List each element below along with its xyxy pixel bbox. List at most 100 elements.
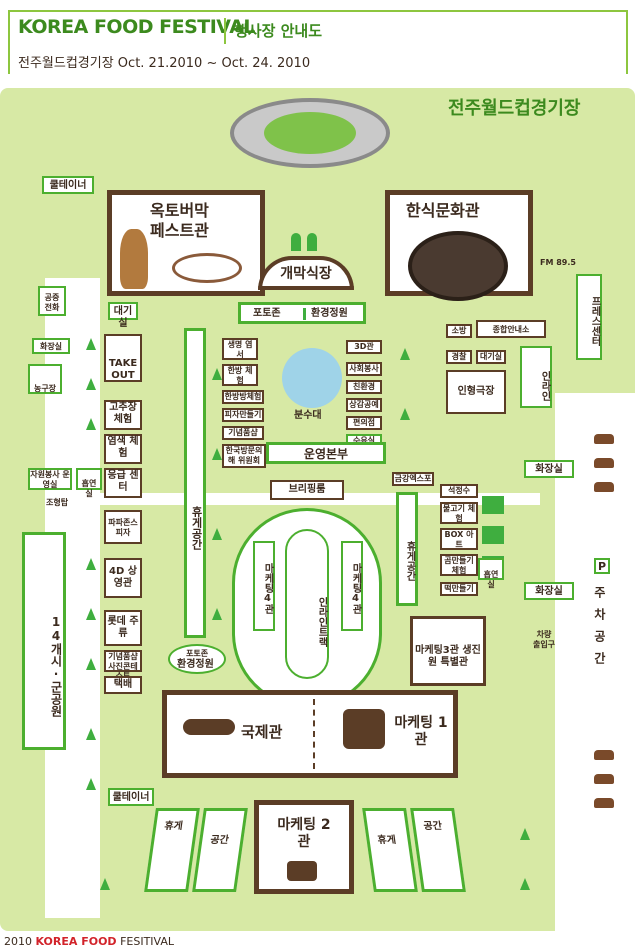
title-divider: [224, 18, 226, 44]
fish-experience[interactable]: 물고기 체험: [440, 502, 478, 524]
rest-bottom-left-a[interactable]: 휴게: [144, 808, 200, 892]
rest-area-center[interactable]: 휴게공간: [184, 328, 206, 638]
tree-icon: [212, 528, 222, 540]
rest-bottom-right-b[interactable]: 공간: [410, 808, 466, 892]
car-icon: [594, 750, 614, 760]
title-en: KOREA FOOD FESTIVAL: [18, 16, 256, 38]
puppet-theater[interactable]: 인형극장: [446, 370, 506, 414]
operations-hq[interactable]: 운영본부: [266, 442, 386, 464]
opening-ceremony[interactable]: 개막식장: [258, 256, 354, 290]
green-stall-2: [482, 526, 504, 544]
convenience-store[interactable]: 편의점: [346, 416, 382, 430]
volunteer-room[interactable]: 자원봉사 운영실: [28, 468, 72, 490]
people-icon: [285, 233, 325, 253]
gochujang[interactable]: 고추장 체험: [104, 400, 142, 430]
theater-4d[interactable]: 4D 상영관: [104, 558, 142, 598]
tree-icon: [86, 338, 96, 350]
city-park[interactable]: 14개시·군공원: [22, 532, 66, 750]
international-marketing-hall[interactable]: 국제관 마케팅 1관: [162, 690, 458, 778]
restroom-left[interactable]: 화장실: [32, 338, 70, 354]
parking-icon: P: [594, 558, 610, 574]
fountain-icon: [282, 348, 342, 408]
press-center[interactable]: 프레스센터: [576, 274, 602, 360]
tree-icon: [86, 418, 96, 430]
visit-korea-committee[interactable]: 한국방문의해 위원회: [222, 444, 266, 468]
korean-culture-hall[interactable]: 한식문화관: [385, 190, 533, 301]
marketing-2-hall[interactable]: 마케팅 2관: [254, 800, 354, 894]
herbal-experience-2[interactable]: 한방방체험: [222, 390, 264, 404]
photo-zone-eco-garden[interactable]: 포토존 환경정원: [238, 302, 366, 324]
tree-icon: [86, 608, 96, 620]
rest-bottom-right-a[interactable]: 휴게: [362, 808, 418, 892]
airplane-icon: [183, 719, 235, 735]
police[interactable]: 경찰: [446, 350, 472, 364]
parking-label: 주차공간: [592, 586, 607, 674]
footer: 2010 KOREA FOOD FESITIVAL: [4, 935, 175, 948]
tree-icon: [100, 878, 110, 890]
restroom-right-2[interactable]: 화장실: [524, 582, 574, 600]
smoking-room[interactable]: 흡연실: [76, 468, 102, 498]
basketball[interactable]: 농구장: [28, 364, 62, 394]
tree-icon: [212, 368, 222, 380]
tree-icon: [400, 408, 410, 420]
geumgang-expo[interactable]: 금강엑스포: [392, 472, 434, 486]
life-culture[interactable]: 생명 염서: [222, 338, 258, 360]
info-center[interactable]: 종합안내소: [476, 320, 546, 338]
souvenir-contest[interactable]: 기념품샵 사진콘테스트: [104, 650, 142, 680]
smoking-room-right[interactable]: 흡연실: [478, 558, 504, 589]
stone-well[interactable]: 석정수: [440, 484, 478, 498]
box-art[interactable]: BOX 아트: [440, 528, 478, 550]
papa-johns[interactable]: 파파존스 피자: [104, 510, 142, 544]
marketing-3-special[interactable]: 마케팅3관 생진원 특별관: [410, 616, 486, 686]
cooler-bottom[interactable]: 쿨테이너: [108, 788, 154, 806]
header-frame: [8, 10, 628, 74]
delivery[interactable]: 택배: [104, 676, 142, 694]
sculpture: 조형탑: [46, 498, 69, 507]
fm-radio: FM 89.5: [540, 258, 576, 267]
cooler-top[interactable]: 쿨테이너: [42, 176, 94, 194]
tree-icon: [86, 728, 96, 740]
restroom-right-1[interactable]: 화장실: [524, 460, 574, 478]
dyeing[interactable]: 염색 체험: [104, 434, 142, 464]
rest-area-right[interactable]: 휴게공간: [396, 492, 418, 606]
green-stall-1: [482, 496, 504, 514]
tree-icon: [520, 878, 530, 890]
waiting-room-left[interactable]: 대기실: [108, 302, 138, 329]
car-icon: [594, 774, 614, 784]
tree-icon: [212, 608, 222, 620]
car-icon: [594, 798, 614, 808]
jar-icon: [120, 229, 148, 289]
food-platter-icon: [408, 231, 508, 301]
inline-rink[interactable]: 인라인: [520, 346, 552, 408]
stadium-icon: [230, 98, 390, 168]
car-entrance: 차량 출입구: [532, 630, 556, 649]
title-ko: 행사장 안내도: [234, 22, 323, 40]
waiting-room-right[interactable]: 대기실: [476, 350, 506, 364]
rice-cake-making[interactable]: 떡만들기: [440, 582, 478, 596]
herbal-experience[interactable]: 한방 체험: [222, 364, 258, 386]
hall-3d[interactable]: 3D관: [346, 340, 382, 354]
marketing-4-right[interactable]: 마케팅4관: [341, 541, 363, 631]
souvenir-shop[interactable]: 기념품샵: [222, 426, 264, 440]
rest-bottom-left-b[interactable]: 공간: [192, 808, 248, 892]
bowl-icon: [172, 253, 242, 283]
lotte[interactable]: 롯데 주류: [104, 610, 142, 646]
inlay-craft[interactable]: 상감공예: [346, 398, 382, 412]
pizza-making[interactable]: 피자만들기: [222, 408, 264, 422]
inline-track[interactable]: 마케팅4관 마케팅4관 인라인트랙: [232, 508, 382, 708]
pottery-hall[interactable]: 옥토버막 페스트관: [107, 190, 265, 296]
tree-icon: [86, 778, 96, 790]
marketing-4-left[interactable]: 마케팅4관: [253, 541, 275, 631]
social-service[interactable]: 사회봉사: [346, 362, 382, 376]
tree-icon: [86, 658, 96, 670]
take-out[interactable]: TAKE OUT: [104, 334, 142, 382]
bear-making[interactable]: 곰만들기 체험: [440, 554, 478, 576]
briefing-room[interactable]: 브리핑룸: [270, 480, 344, 500]
photo-zone-2[interactable]: 포토존 환경정원: [168, 644, 226, 674]
fire-station[interactable]: 소방: [446, 324, 472, 338]
first-aid[interactable]: 응급 센터: [104, 468, 142, 498]
subtitle: 전주월드컵경기장 Oct. 21.2010 ~ Oct. 24. 2010: [18, 56, 311, 71]
tree-icon: [86, 378, 96, 390]
eco-friendly[interactable]: 친환경: [346, 380, 382, 394]
